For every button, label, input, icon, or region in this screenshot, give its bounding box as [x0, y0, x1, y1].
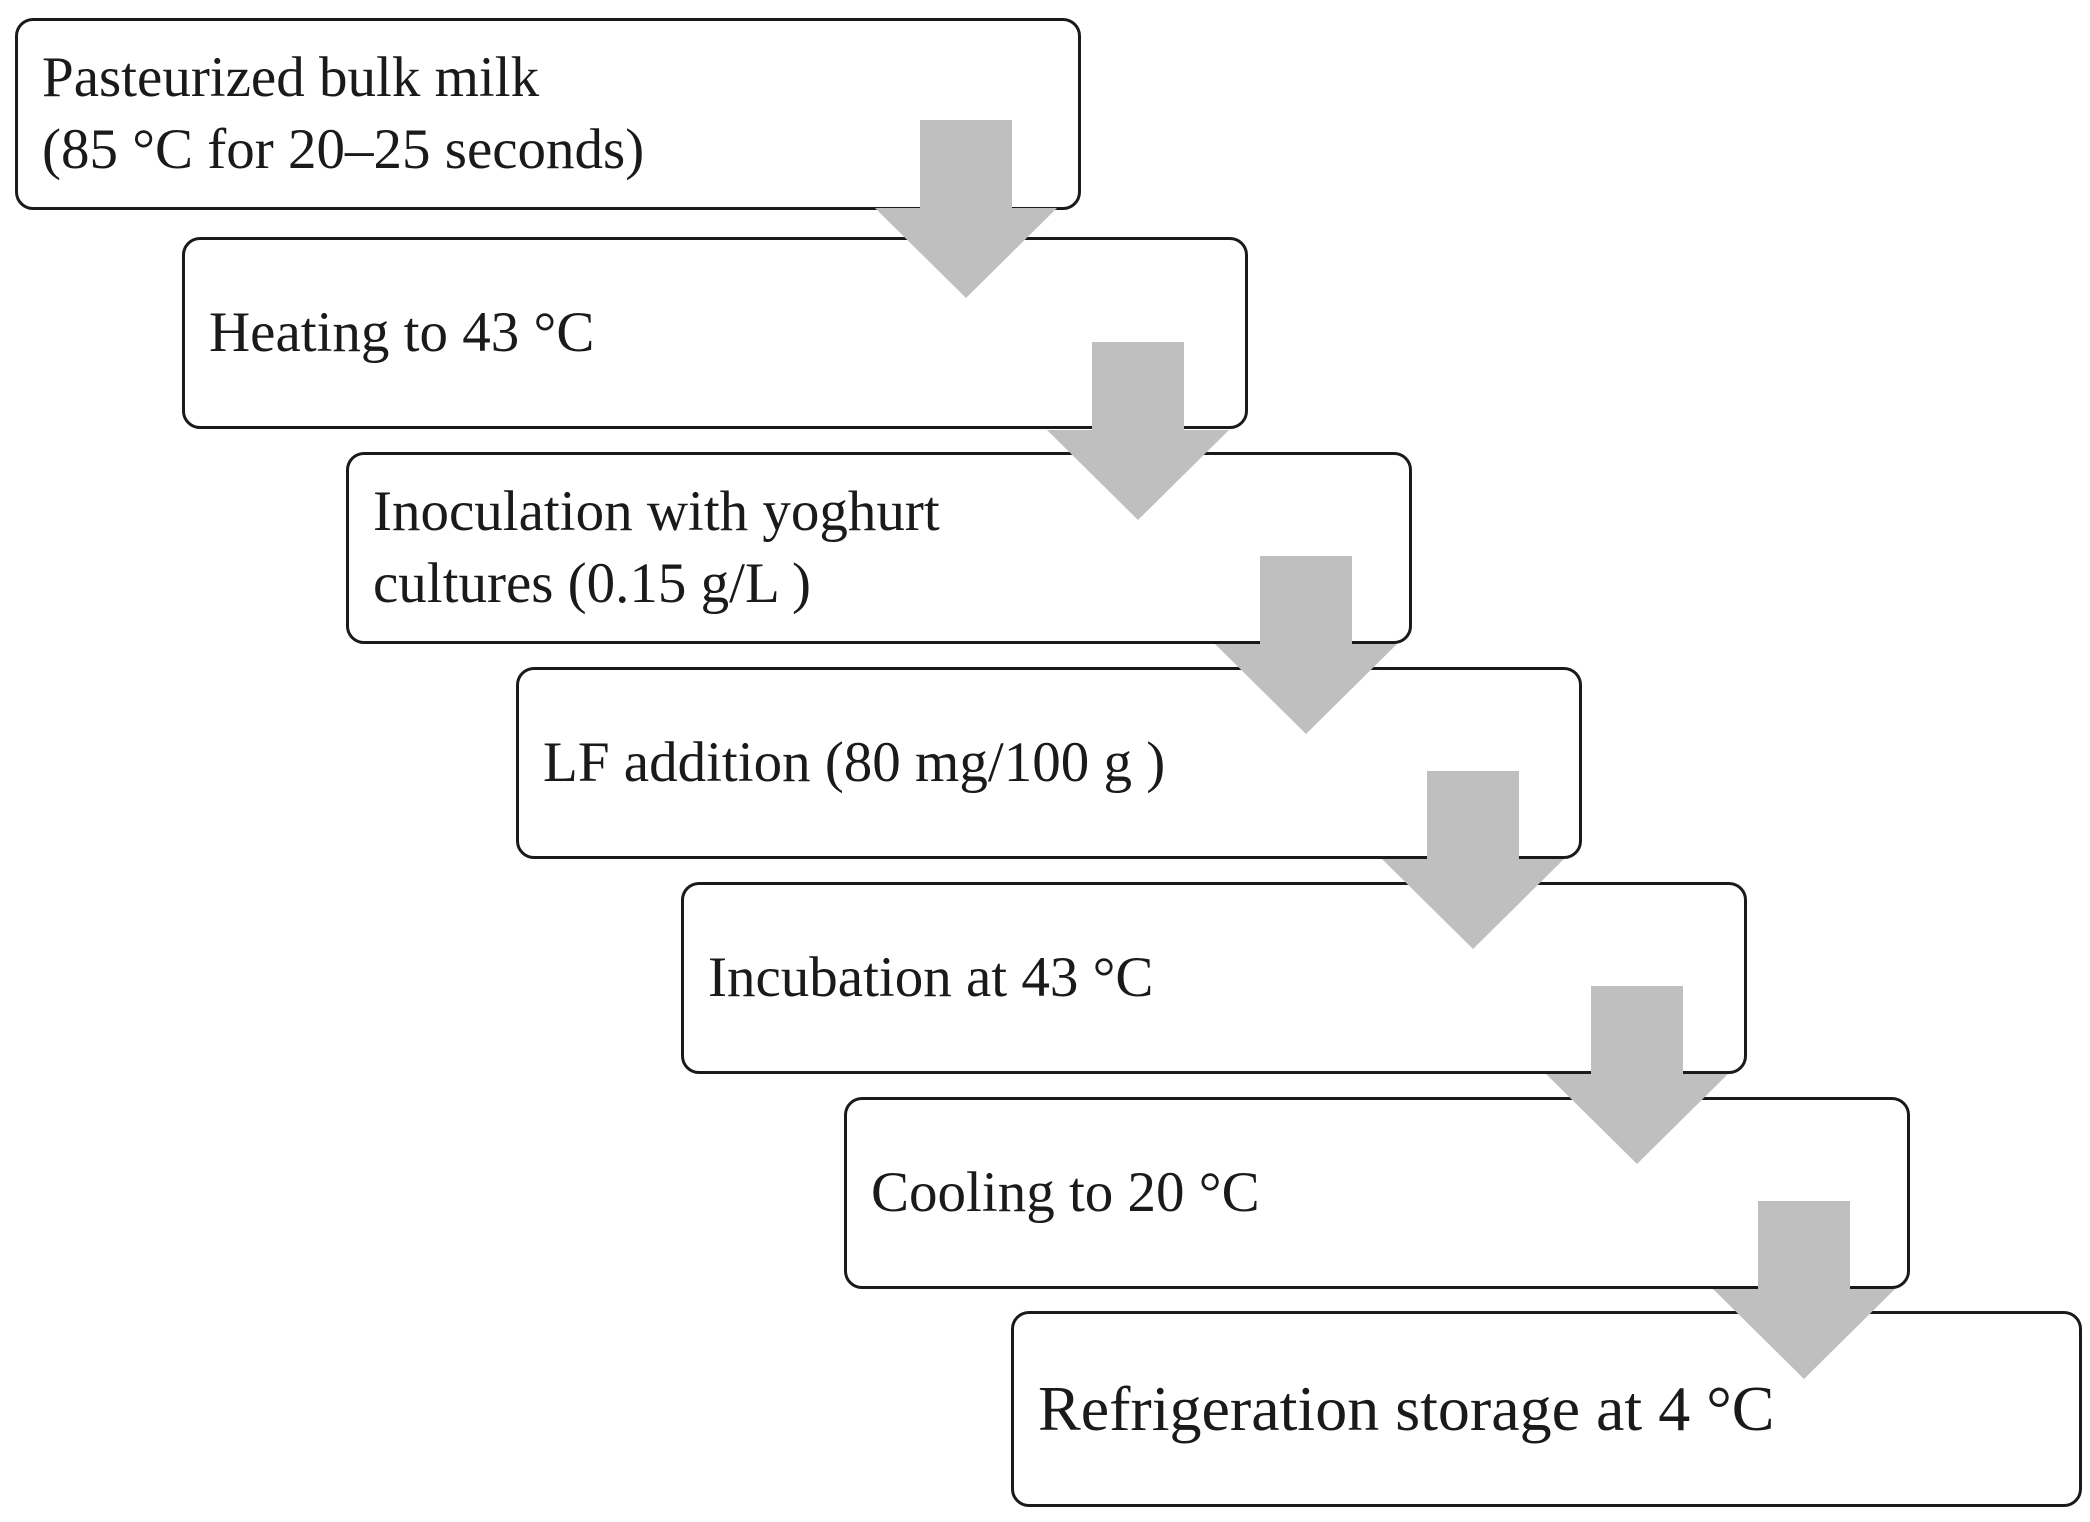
down-arrow-icon [1546, 986, 1728, 1164]
down-arrow-icon [1047, 342, 1229, 520]
step-heating: Heating to 43 °C [182, 237, 1248, 429]
step-label-line: Inoculation with yoghurt [373, 479, 940, 543]
step-inoculation: Inoculation with yoghurt cultures (0.15 … [346, 452, 1412, 644]
down-arrow-icon [1215, 556, 1397, 734]
step-label-line: Pasteurized bulk milk [42, 45, 540, 109]
step-label-line: LF addition (80 mg/100 g ) [543, 730, 1166, 794]
step-cooling: Cooling to 20 °C [844, 1097, 1910, 1289]
step-pasteurized-bulk-milk: Pasteurized bulk milk (85 °C for 20–25 s… [15, 18, 1081, 210]
down-arrow-icon [1713, 1201, 1895, 1379]
step-label-line: Incubation at 43 °C [708, 945, 1154, 1009]
down-arrow-icon [1382, 771, 1564, 949]
step-label-line: Heating to 43 °C [209, 300, 595, 364]
step-label-line: cultures (0.15 g/L ) [373, 552, 811, 615]
down-arrow-icon [875, 120, 1057, 298]
step-label-line: Cooling to 20 °C [871, 1160, 1260, 1224]
step-incubation: Incubation at 43 °C [681, 882, 1747, 1074]
step-label-line: Refrigeration storage at 4 °C [1038, 1373, 1775, 1445]
step-refrigeration-storage: Refrigeration storage at 4 °C [1011, 1311, 2082, 1507]
step-lf-addition: LF addition (80 mg/100 g ) [516, 667, 1582, 859]
step-label-line: (85 °C for 20–25 seconds) [42, 118, 645, 181]
